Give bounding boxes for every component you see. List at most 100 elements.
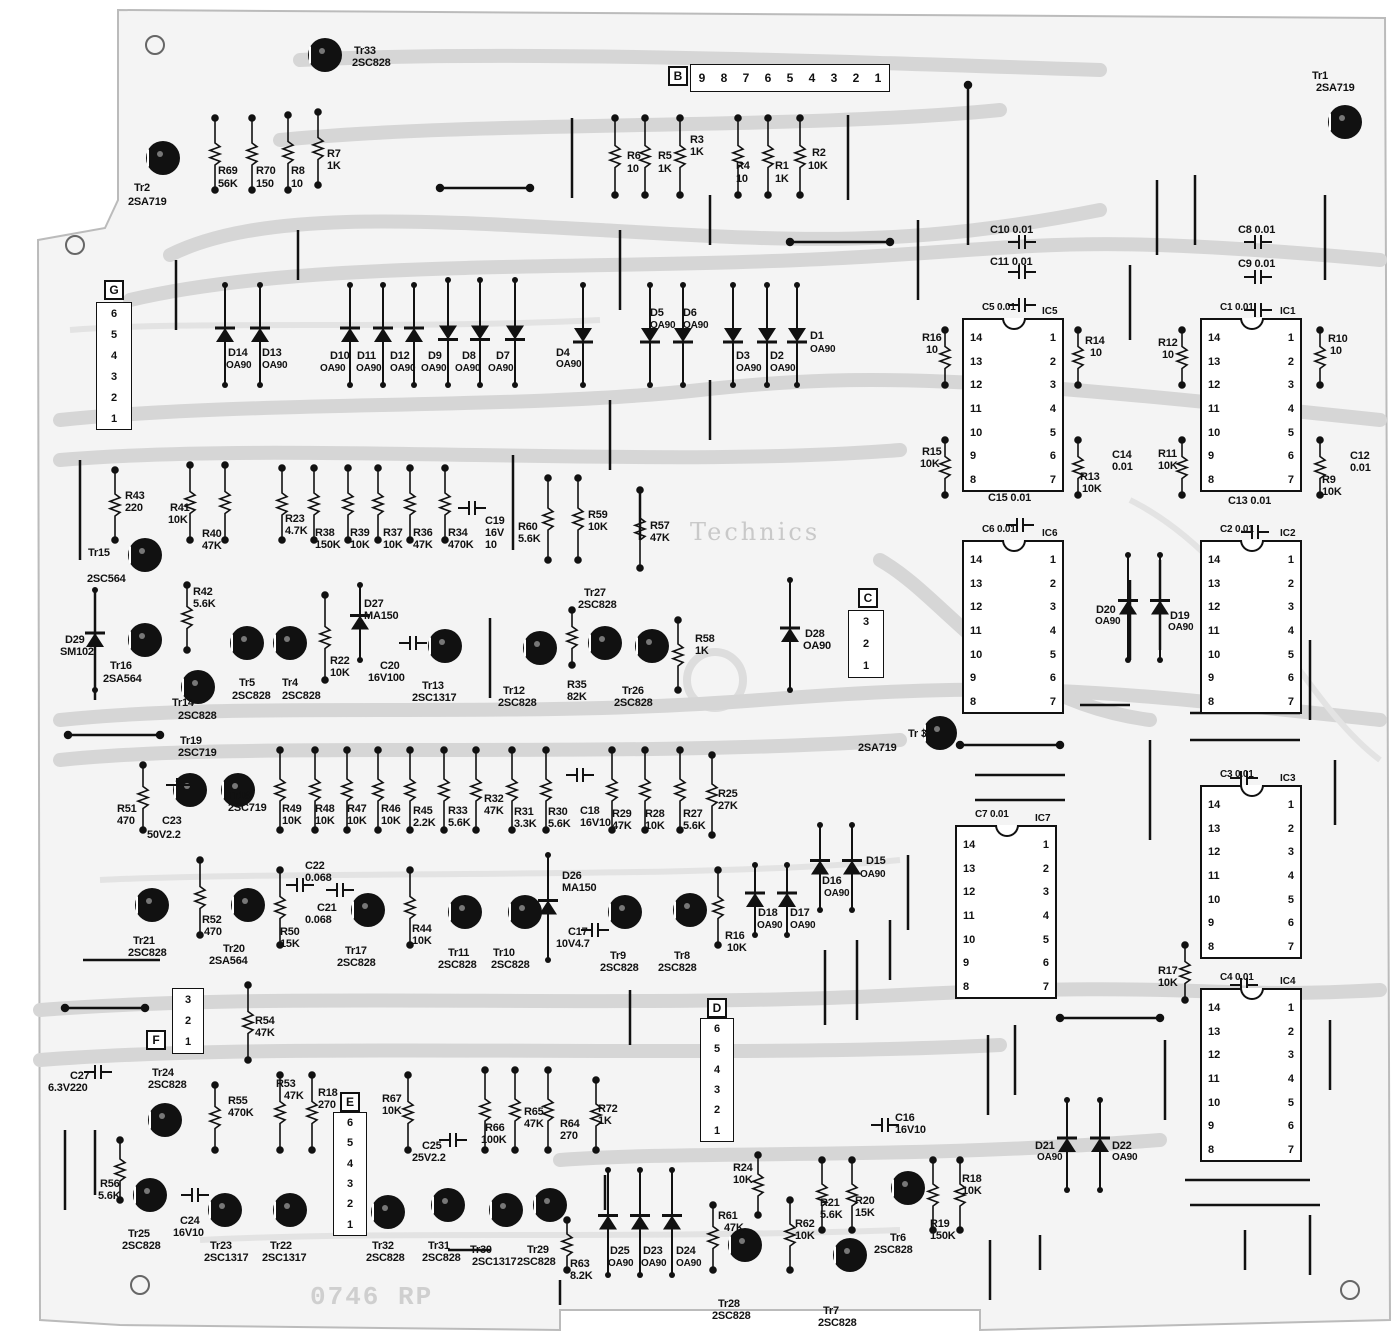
ic-pin: 8 — [1208, 695, 1215, 708]
component-label-r13v: 10K — [1082, 483, 1102, 495]
component-label-tr20: Tr20 — [223, 943, 245, 955]
transistor-body — [133, 1178, 167, 1212]
ic-pin: 11 — [1208, 869, 1220, 882]
solder-pad — [512, 382, 518, 388]
solder-pad — [818, 1156, 826, 1164]
diode-type-label: OA90 — [320, 363, 346, 374]
resistor — [705, 1205, 721, 1270]
transistor-body — [135, 888, 169, 922]
solder-pad — [139, 761, 147, 769]
ic-decoupling-cap-label: C5 0.01 — [982, 302, 1016, 313]
diode-body — [811, 860, 829, 875]
component-label-tr7t: 2SC828 — [818, 1317, 857, 1329]
solder-pad — [343, 746, 351, 754]
solder-pad — [477, 277, 483, 283]
component-label-r48: R48 — [315, 803, 335, 815]
transistor-body — [351, 893, 385, 927]
component-label-tr32t: 2SC828 — [366, 1252, 405, 1264]
solder-pad — [276, 866, 284, 874]
component-label-c16: C16 — [895, 1112, 915, 1124]
ic-pin: 10 — [963, 933, 976, 946]
ic-notch — [1240, 988, 1264, 1000]
resistor — [937, 440, 953, 495]
ic-pin: 2 — [1287, 577, 1294, 590]
component-label-r66: R66 — [485, 1122, 505, 1134]
component-label-tr21: Tr21 — [133, 935, 155, 947]
ic-pin: 3 — [1287, 1049, 1294, 1062]
connector-pin: 4 — [110, 349, 118, 362]
connector-g: 6 5 4 3 2 1 — [96, 302, 132, 430]
copper-traces — [33, 48, 1387, 1167]
solder-pad — [676, 746, 684, 754]
solder-pad — [411, 382, 417, 388]
transistor-highlight — [739, 1238, 745, 1244]
solder-pad — [222, 282, 228, 288]
solder-pad — [764, 191, 772, 199]
solder-pad — [674, 616, 682, 624]
resistor — [340, 468, 356, 540]
resistor — [207, 118, 223, 190]
solder-pad — [440, 826, 448, 834]
connector-pin: 5 — [786, 71, 794, 85]
solder-pad — [357, 657, 363, 663]
component-label-r31v: 3.3K — [514, 818, 537, 830]
component-label-tr24: Tr24 — [152, 1067, 174, 1079]
ic-pin: 12 — [963, 886, 976, 899]
connector-pin: 2 — [713, 1104, 721, 1117]
connector-pin: 1 — [874, 71, 882, 85]
component-label-tr30t: 2SC1317 — [472, 1256, 517, 1268]
component-label-c22: C22 — [305, 860, 325, 872]
ic-pin: 14 — [970, 554, 983, 566]
transistor-body — [833, 1238, 867, 1272]
component-label-r3: R3 — [690, 134, 704, 146]
component-label-r2: R2 — [812, 147, 826, 159]
ic-pin: 4 — [1287, 402, 1294, 415]
component-label-r23: R23 — [285, 513, 305, 525]
component-label-r62: R62 — [795, 1218, 815, 1230]
component-label-c13: C13 0.01 — [1228, 495, 1272, 507]
component-label-r42v: 5.6K — [193, 598, 216, 610]
solder-pad — [111, 466, 119, 474]
solder-pad — [1316, 381, 1324, 389]
solder-pad — [786, 1266, 794, 1274]
component-label-d19: D19 — [1170, 610, 1190, 622]
transistor-highlight — [241, 636, 247, 642]
solder-pad — [580, 282, 586, 288]
component-label-r52: R52 — [202, 914, 222, 926]
component-label-r5: R5 — [658, 150, 672, 162]
transistor-highlight — [219, 1203, 225, 1209]
resistor — [436, 750, 452, 830]
component-label-d22: D22 — [1112, 1140, 1132, 1152]
ic-pin: 11 — [1208, 1072, 1220, 1085]
ic-pin: 9 — [970, 672, 977, 685]
connector-f-tag: F — [146, 1030, 166, 1050]
component-label-r30: R30 — [548, 806, 568, 818]
solder-pad — [709, 1266, 717, 1274]
solder-pad — [1074, 491, 1082, 499]
transistor-body — [308, 38, 342, 72]
resistor — [307, 750, 323, 830]
resistor — [112, 1140, 128, 1200]
diode-body — [351, 615, 369, 630]
solder-pad — [406, 746, 414, 754]
solder-pad — [472, 826, 480, 834]
component-label-r30v: 5.6K — [548, 818, 571, 830]
component-label-c9: C9 0.01 — [1238, 258, 1276, 270]
component-label-tr15t: 2SC564 — [87, 573, 126, 585]
solder-pad — [308, 1071, 316, 1079]
resistor — [107, 470, 123, 540]
transistor-highlight — [844, 1248, 850, 1254]
ic-pin: 8 — [970, 473, 977, 486]
solder-pad — [608, 826, 616, 834]
component-label-r38: R38 — [315, 527, 335, 539]
component-label-tr5t: 2SC828 — [232, 690, 271, 702]
component-label-r49v: 10K — [282, 815, 302, 827]
ic-pin: 10 — [970, 648, 983, 661]
component-label-d27t: MA150 — [364, 610, 399, 622]
solder-pad — [511, 1066, 519, 1074]
solder-pad — [784, 932, 790, 938]
component-label-r60v: 5.6K — [518, 533, 541, 545]
